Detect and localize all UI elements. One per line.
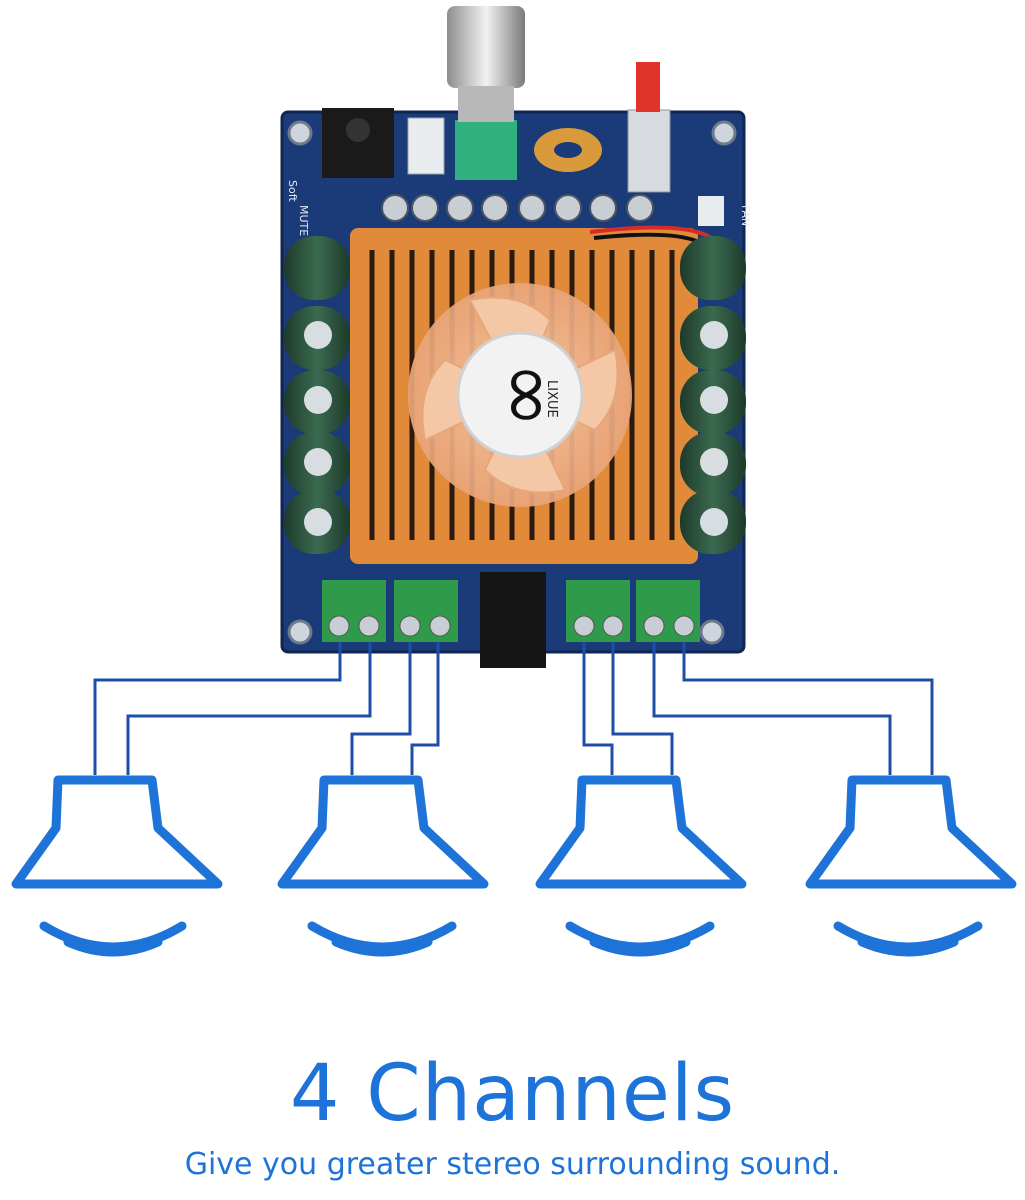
- speaker-icon-3: [535, 775, 747, 957]
- power-switch: [627, 109, 671, 193]
- inductor: [534, 128, 602, 172]
- fan-label: FAN: [739, 205, 752, 226]
- volume-knob: [447, 6, 525, 88]
- amplifier-board: FAN Soft MUTE: [280, 6, 752, 668]
- heatsink: ∞ LIXUE: [350, 225, 718, 564]
- fan-connector: [698, 196, 724, 226]
- input-connector: [407, 117, 445, 175]
- speaker-icon-4: [805, 775, 1017, 957]
- subline: Give you greater stereo surrounding soun…: [184, 1147, 841, 1182]
- mounting-hole: [287, 120, 313, 146]
- speaker-icon-1: [11, 775, 223, 957]
- mute-label: MUTE: [297, 205, 310, 236]
- speaker-icon-2: [277, 775, 489, 957]
- speaker-terminals: [322, 580, 700, 642]
- infinity-logo-icon: ∞: [476, 362, 569, 429]
- mounting-hole: [711, 120, 737, 146]
- soft-label: Soft: [286, 180, 299, 202]
- small-capacitor-row: [381, 194, 654, 222]
- volume-potentiometer: [455, 120, 517, 180]
- mounting-hole: [699, 619, 725, 645]
- headline: 4 Channels: [289, 1049, 736, 1139]
- mounting-hole: [287, 619, 313, 645]
- capacitors-left: [284, 236, 350, 554]
- fan-brand: LIXUE: [544, 380, 559, 418]
- fan-hub: [456, 331, 584, 459]
- speaker-wires: [93, 642, 934, 775]
- capacitors-right: [680, 236, 746, 554]
- dc-power-jack: [480, 572, 546, 668]
